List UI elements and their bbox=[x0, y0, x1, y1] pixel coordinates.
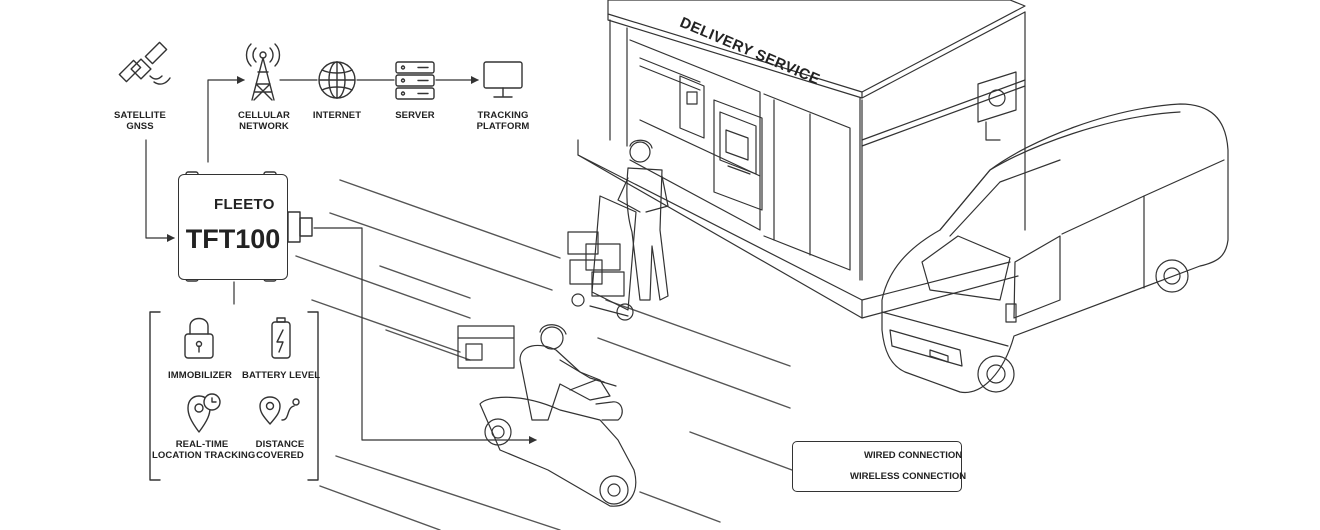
monitor-icon bbox=[483, 61, 523, 98]
lock-icon bbox=[184, 317, 214, 359]
server-label: SERVER bbox=[385, 110, 445, 121]
legend-wired-label: WIRED CONNECTION bbox=[864, 450, 963, 461]
location-clock-icon bbox=[187, 393, 221, 433]
scooter-courier bbox=[457, 324, 637, 507]
street-lines bbox=[295, 179, 793, 530]
brand-row: FLEETO bbox=[214, 196, 275, 213]
distance-label-line1: DISTANCE bbox=[255, 439, 305, 450]
server-label-line1: SERVER bbox=[395, 110, 435, 121]
tracking-label-line2: PLATFORM bbox=[476, 121, 530, 132]
satellite-label-line1: SATELLITE bbox=[114, 110, 166, 121]
delivery-van bbox=[881, 103, 1229, 393]
tracking-label: TRACKING PLATFORM bbox=[468, 110, 538, 132]
tracker-device-box bbox=[178, 174, 288, 280]
cell-tower-icon bbox=[245, 43, 281, 101]
globe-icon bbox=[318, 61, 356, 99]
device-model: TFT100 bbox=[185, 224, 281, 254]
internet-label-line1: INTERNET bbox=[312, 110, 362, 121]
distance-label-line2: COVERED bbox=[256, 450, 304, 461]
distance-label: DISTANCE COVERED bbox=[250, 439, 310, 461]
satellite-icon bbox=[118, 41, 171, 85]
location-label-line1: REAL-TIME bbox=[175, 439, 229, 450]
immobilizer-label: IMMOBILIZER bbox=[164, 370, 236, 381]
tracking-label-line1: TRACKING bbox=[477, 110, 529, 121]
features-bracket bbox=[149, 311, 319, 481]
cellular-label-line2: NETWORK bbox=[239, 121, 289, 132]
legend-box bbox=[792, 441, 962, 492]
internet-label: INTERNET bbox=[307, 110, 367, 121]
brand-name: FLEETO bbox=[214, 196, 275, 213]
network-connectors bbox=[145, 76, 537, 444]
worker-with-hand-truck bbox=[567, 139, 669, 321]
immobilizer-label-line1: IMMOBILIZER bbox=[168, 370, 232, 381]
server-icon bbox=[395, 61, 435, 100]
location-label-line2: LOCATION TRACKING bbox=[152, 450, 256, 461]
location-label: REAL-TIME LOCATION TRACKING bbox=[152, 439, 256, 461]
cellular-label: CELLULAR NETWORK bbox=[234, 110, 294, 132]
distance-route-icon bbox=[259, 396, 300, 425]
legend-wireless-label: WIRELESS CONNECTION bbox=[850, 471, 967, 482]
battery-label-line1: BATTERY LEVEL bbox=[242, 370, 321, 381]
battery-label: BATTERY LEVEL bbox=[242, 370, 321, 381]
cellular-label-line1: CELLULAR bbox=[238, 110, 290, 121]
satellite-label-line2: GNSS bbox=[126, 121, 154, 132]
satellite-label: SATELLITE GNSS bbox=[110, 110, 170, 132]
delivery-building bbox=[577, 0, 1026, 319]
battery-icon bbox=[271, 317, 291, 359]
